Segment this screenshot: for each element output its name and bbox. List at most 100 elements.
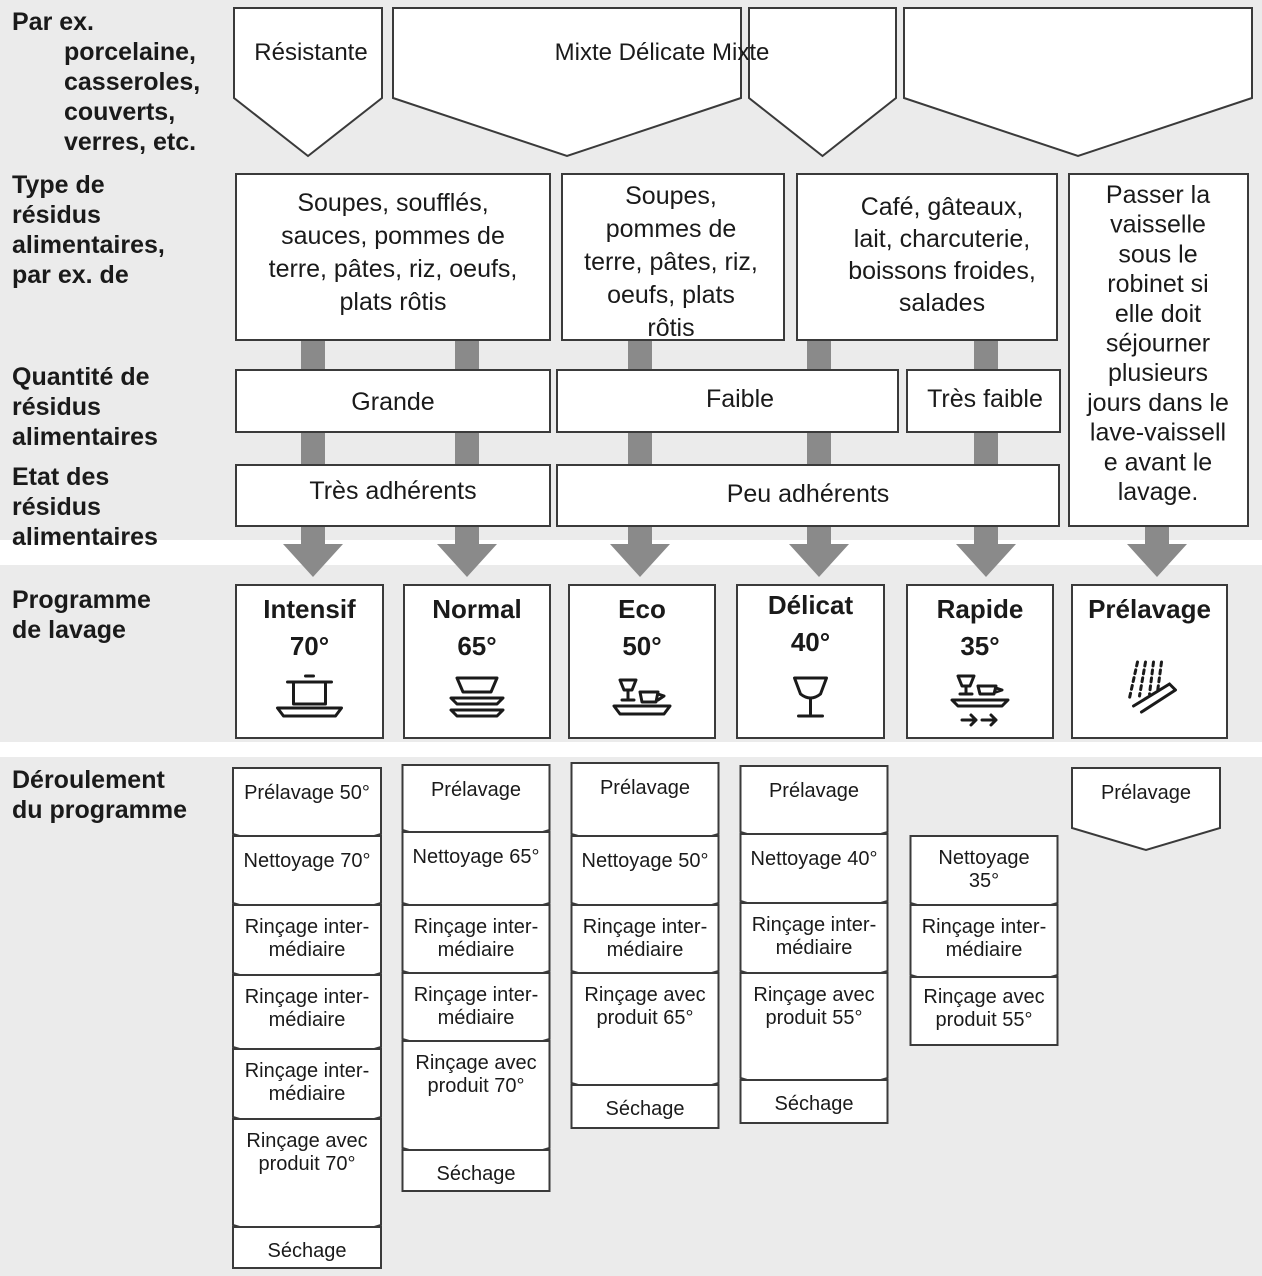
dish-type-other bbox=[903, 7, 1253, 158]
sequence-step-label: Rinçage avec bbox=[753, 984, 874, 1006]
row-label-residue-type: par ex. de bbox=[12, 261, 129, 289]
state-very-sticky-box bbox=[235, 464, 551, 527]
sequence-step-label: Rinçage avec bbox=[246, 1130, 367, 1152]
rinse-note-text: robinet si bbox=[1107, 270, 1208, 298]
residue-type-medium-box bbox=[561, 173, 785, 341]
connector-bar bbox=[974, 432, 998, 465]
pot-body bbox=[292, 680, 327, 706]
row-label-residue-quantity: résidus bbox=[12, 393, 101, 421]
bowl bbox=[455, 676, 499, 694]
rinse-note-text: lavage. bbox=[1118, 478, 1199, 506]
sequence-step-label: Rinçage inter- bbox=[414, 916, 539, 938]
row-label-residue-quantity: alimentaires bbox=[12, 423, 158, 451]
residue-type-heavy-text: Soupes, soufflés, bbox=[297, 189, 488, 217]
sequence-final-step bbox=[401, 1149, 551, 1192]
sequence-step-label: Nettoyage 50° bbox=[582, 850, 709, 872]
glass-cup-icon bbox=[612, 678, 672, 716]
sequence-step-label: médiaire bbox=[946, 939, 1023, 961]
spray-jets bbox=[1128, 660, 1163, 700]
row-label-program: de lavage bbox=[12, 616, 126, 644]
row-label-dishes: couverts, bbox=[64, 98, 175, 126]
row-label-residue-state: alimentaires bbox=[12, 523, 158, 551]
residue-type-light-box bbox=[796, 173, 1058, 341]
residue-type-medium-text: oeufs, plats bbox=[607, 281, 735, 309]
down-arrow-2 bbox=[437, 527, 497, 577]
rinse-note-text: vaisselle bbox=[1110, 211, 1206, 239]
row-label-residue-state: Etat des bbox=[12, 463, 109, 491]
sequence-final-label: Rinçage avec bbox=[923, 986, 1044, 1008]
dish-type-resistant bbox=[233, 7, 383, 158]
program-box-5 bbox=[906, 584, 1054, 739]
connector-bar bbox=[301, 340, 325, 370]
rinse-note-text: jours dans le bbox=[1086, 389, 1229, 417]
connectors bbox=[283, 340, 1187, 577]
sequence-step-label: produit 65° bbox=[597, 1007, 694, 1029]
sequence-step-label: médiaire bbox=[269, 1083, 346, 1105]
program-box-6 bbox=[1071, 584, 1228, 739]
sequence-step-label: Rinçage inter- bbox=[245, 986, 370, 1008]
sequence-step-label: Nettoyage bbox=[938, 847, 1029, 869]
connector-bar bbox=[807, 432, 831, 465]
rinse-note-text: lave-vaissell bbox=[1090, 419, 1226, 447]
state-slightly-sticky-label: Peu adhérents bbox=[727, 480, 890, 508]
row-labels: Par ex.porcelaine,casseroles,couverts,ve… bbox=[12, 8, 200, 824]
plates-icon bbox=[449, 676, 505, 718]
down-arrow-1 bbox=[283, 527, 343, 577]
sequence-step-label: Prélavage bbox=[431, 779, 521, 801]
sequence-step-label: Rinçage avec bbox=[584, 984, 705, 1006]
down-arrow-5 bbox=[956, 527, 1016, 577]
sequence-step-label: Rinçage inter- bbox=[583, 916, 708, 938]
wine-glass-icon bbox=[793, 676, 828, 718]
rinse-note-text: séjourner bbox=[1106, 330, 1210, 358]
program-temp: 70° bbox=[290, 631, 329, 661]
sequence-step-label: Nettoyage 65° bbox=[413, 846, 540, 868]
rinse-note-text: sous le bbox=[1118, 240, 1197, 268]
sequence-step-label: Prélavage bbox=[769, 780, 859, 802]
tray bbox=[276, 706, 343, 718]
sequence-final-step bbox=[232, 1226, 382, 1269]
sequence-final-label: Séchage bbox=[606, 1098, 685, 1120]
row-label-residue-type: résidus bbox=[12, 201, 101, 229]
sequence-step-label: Rinçage inter- bbox=[245, 1060, 370, 1082]
residue-type-medium-text: pommes de bbox=[606, 215, 737, 243]
program-name: Délicat bbox=[768, 590, 854, 620]
hand bbox=[1132, 682, 1177, 714]
residue-type-light-text: Café, gâteaux, bbox=[861, 193, 1024, 221]
sequence-final-label: Séchage bbox=[775, 1093, 854, 1115]
sequence-step-label: Nettoyage 40° bbox=[751, 848, 878, 870]
glass bbox=[956, 674, 976, 696]
sequence-step-label: médiaire bbox=[269, 1009, 346, 1031]
state-very-sticky-label: Très adhérents bbox=[309, 477, 476, 505]
connector-bar bbox=[455, 432, 479, 465]
program-name: Rapide bbox=[937, 594, 1024, 624]
residue-type-heavy-text: sauces, pommes de bbox=[281, 222, 505, 250]
tray bbox=[612, 704, 672, 716]
residue-type-heavy-text: terre, pâtes, riz, oeufs, bbox=[269, 255, 518, 283]
sequence-step-label: Rinçage inter- bbox=[414, 984, 539, 1006]
rinse-note-box bbox=[1068, 173, 1249, 527]
connector-bar bbox=[455, 340, 479, 370]
sequence-step-label: 35° bbox=[969, 870, 999, 892]
sequence-step-label: Rinçage inter- bbox=[922, 916, 1047, 938]
sequence-step-label: médiaire bbox=[607, 939, 684, 961]
sequence-step-label: médiaire bbox=[269, 939, 346, 961]
program-temp: 35° bbox=[960, 631, 999, 661]
sequence-step-label: Prélavage 50° bbox=[244, 782, 370, 804]
glass-stem bbox=[797, 696, 824, 718]
row-label-program: Programme bbox=[12, 586, 151, 614]
cup bbox=[976, 684, 1004, 696]
connector-bar bbox=[628, 432, 652, 465]
program-temp: 65° bbox=[457, 631, 496, 661]
connector-bar bbox=[807, 340, 831, 370]
connector-bar bbox=[301, 432, 325, 465]
sequence-step-label: Nettoyage 70° bbox=[244, 850, 371, 872]
sequence-final-step bbox=[909, 976, 1059, 1046]
quick-wash-icon bbox=[950, 674, 1010, 727]
residue-type-heavy-text: plats rôtis bbox=[340, 288, 447, 316]
dish-type-resistant-label: Résistante bbox=[254, 39, 367, 66]
connector-bar bbox=[974, 340, 998, 370]
row-label-residue-type: Type de bbox=[12, 171, 105, 199]
sequence-step-label: médiaire bbox=[776, 937, 853, 959]
down-arrow-3 bbox=[610, 527, 670, 577]
